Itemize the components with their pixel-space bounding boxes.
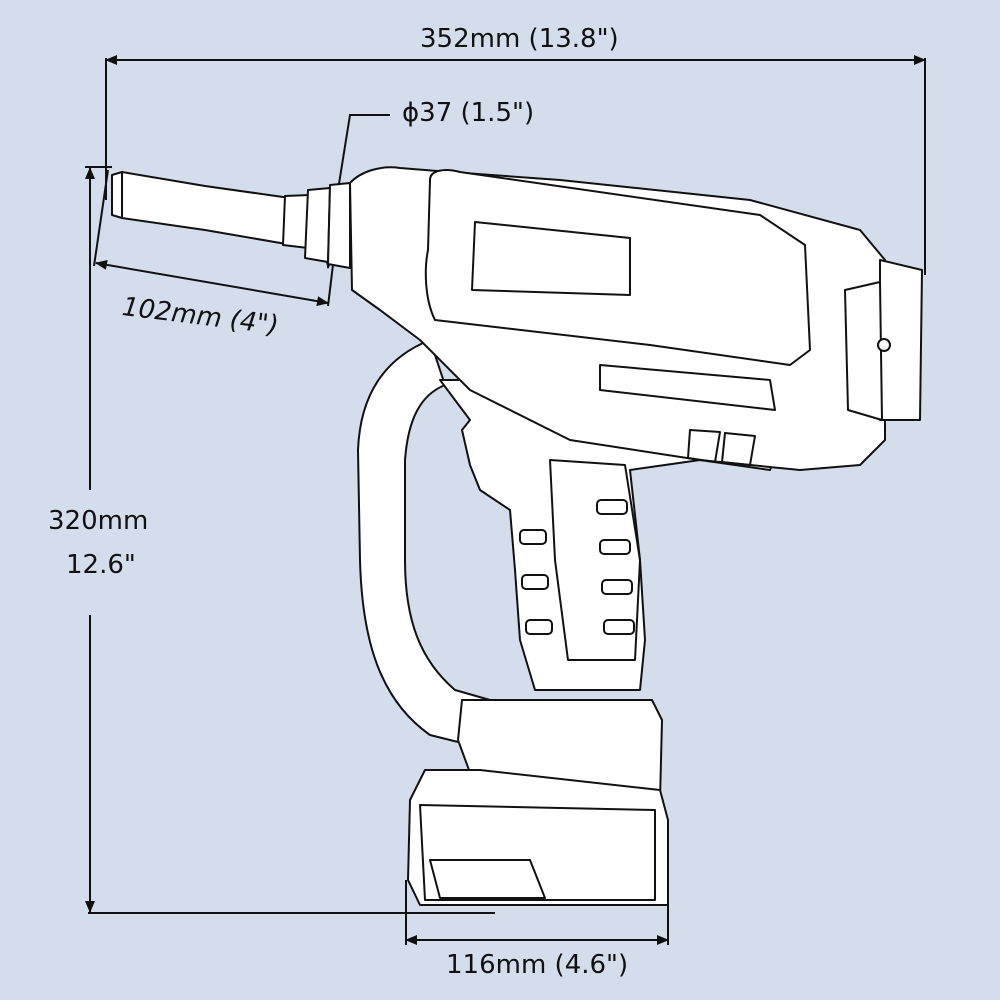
- battery-panel: [419, 804, 656, 901]
- vent-slots: [687, 429, 756, 466]
- nose-diameter-label: ϕ37 (1.5"): [402, 98, 535, 128]
- extension-line: [93, 169, 109, 267]
- rivet-tool: [111, 166, 923, 906]
- rear-knob: [844, 281, 883, 421]
- diameter-leader-line: [337, 114, 390, 191]
- label-panel: [471, 221, 631, 296]
- battery-width-label: 116mm (4.6"): [446, 950, 629, 980]
- nose-length-dimension-line: [95, 259, 329, 307]
- collar-ring: [304, 187, 331, 263]
- overall-length-label: 352mm (13.8"): [420, 24, 619, 54]
- rear-screw: [877, 338, 891, 352]
- height-in-label: 12.6": [66, 550, 136, 580]
- nose-barrel: [121, 171, 293, 246]
- rear-loop-handle: [357, 339, 491, 746]
- battery-pack: [407, 769, 669, 906]
- height-mm-label: 320mm: [48, 506, 149, 536]
- nose-tip: [111, 171, 123, 219]
- side-vent: [599, 364, 776, 411]
- grip-ridges: [519, 499, 635, 635]
- collar-ring: [327, 182, 351, 269]
- grip-panel: [549, 459, 641, 661]
- battery-release: [429, 859, 546, 899]
